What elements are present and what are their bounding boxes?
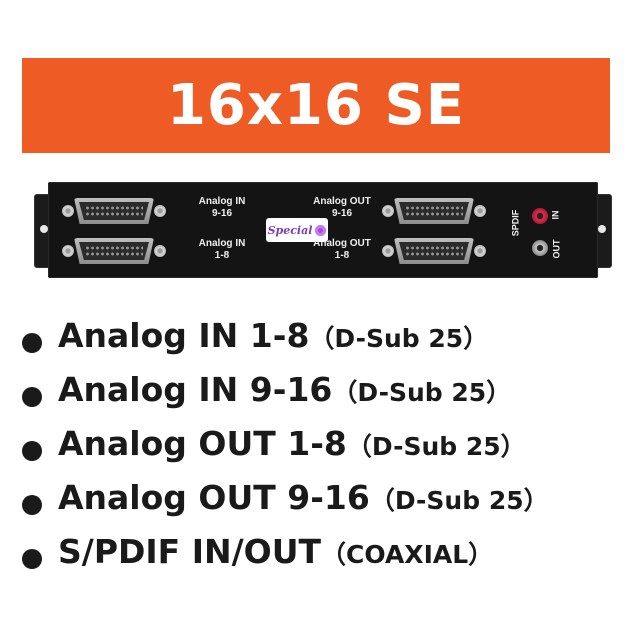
screw-icon	[382, 245, 394, 257]
special-edition-badge: Special	[266, 218, 328, 242]
feature-sub: （COAXIAL）	[321, 540, 494, 569]
list-item: S/PDIF IN/OUT （COAXIAL）	[22, 532, 622, 586]
rack-hole-icon	[40, 225, 48, 233]
dsub-analog-out-1-8	[382, 238, 486, 264]
screw-icon	[474, 245, 486, 257]
bullet-icon	[22, 333, 42, 353]
feature-list: Analog IN 1-8 （D-Sub 25） Analog IN 9-16 …	[22, 316, 622, 586]
spdif-in-label: IN	[550, 210, 561, 220]
badge-logo-icon	[315, 224, 327, 236]
rear-panel-image: Analog IN 9-16 Analog IN 1-8 Special Ana…	[34, 178, 612, 282]
spdif-out-label: OUT	[551, 239, 562, 259]
spdif-out-rca-jack	[532, 240, 548, 256]
title-banner: 16x16 SE	[22, 58, 610, 153]
banner-title: 16x16 SE	[166, 73, 466, 138]
label-analog-in-1-8: Analog IN 1-8	[182, 238, 262, 262]
feature-sub: （D-Sub 25）	[332, 378, 512, 407]
label-analog-in-9-16: Analog IN 9-16	[182, 196, 262, 220]
feature-sub: （D-Sub 25）	[309, 324, 489, 353]
screw-icon	[474, 205, 486, 217]
label-line: Analog IN	[198, 238, 246, 249]
screw-icon	[154, 245, 166, 257]
feature-main: Analog IN 9-16	[58, 370, 333, 409]
screw-icon	[62, 245, 74, 257]
label-line: 9-16	[331, 208, 352, 219]
rack-hole-icon	[598, 225, 606, 233]
screw-icon	[154, 205, 166, 217]
list-item: Analog OUT 9-16 （D-Sub 25）	[22, 478, 622, 532]
dsub-analog-in-1-8	[62, 238, 166, 264]
panel-face: Analog IN 9-16 Analog IN 1-8 Special Ana…	[48, 182, 598, 278]
label-analog-out-9-16: Analog OUT 9-16	[302, 196, 382, 220]
dsub-analog-out-9-16	[382, 198, 486, 224]
spdif-in-rca-jack	[532, 208, 548, 224]
feature-main: S/PDIF IN/OUT	[58, 532, 322, 571]
label-line: Analog IN	[198, 196, 246, 207]
label-line: 1-8	[334, 250, 350, 261]
screw-icon	[62, 205, 74, 217]
bullet-icon	[22, 387, 42, 407]
label-line: 1-8	[214, 250, 230, 261]
label-line: 9-16	[211, 208, 232, 219]
dsub-analog-in-9-16	[62, 198, 166, 224]
label-line: Analog OUT	[313, 238, 371, 249]
feature-main: Analog IN 1-8	[58, 316, 310, 355]
list-item: Analog IN 1-8 （D-Sub 25）	[22, 316, 622, 370]
feature-sub: （D-Sub 25）	[369, 486, 549, 515]
list-item: Analog OUT 1-8 （D-Sub 25）	[22, 424, 622, 478]
label-line: Analog OUT	[313, 196, 371, 207]
badge-text: Special	[267, 223, 313, 237]
spdif-label: SPDIF	[510, 209, 521, 237]
screw-icon	[382, 205, 394, 217]
list-item: Analog IN 9-16 （D-Sub 25）	[22, 370, 622, 424]
bullet-icon	[22, 549, 42, 569]
feature-main: Analog OUT 9-16	[58, 478, 370, 517]
feature-sub: （D-Sub 25）	[346, 432, 526, 461]
label-analog-out-1-8: Analog OUT 1-8	[302, 238, 382, 262]
bullet-icon	[22, 495, 42, 515]
bullet-icon	[22, 441, 42, 461]
feature-main: Analog OUT 1-8	[58, 424, 347, 463]
